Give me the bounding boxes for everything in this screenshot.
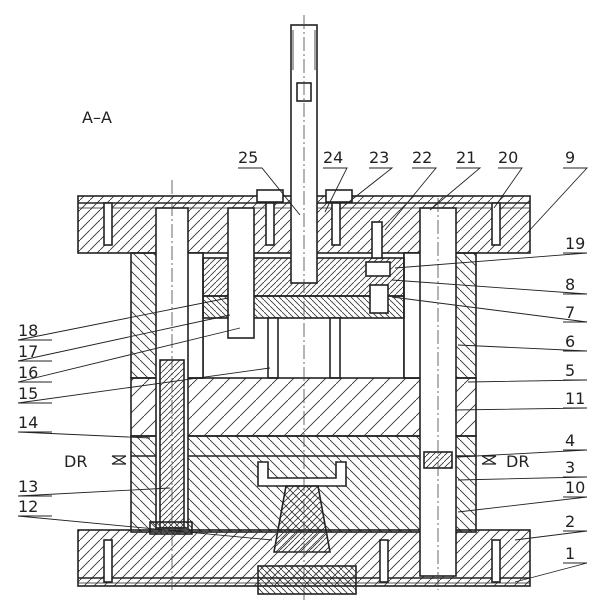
part-number-23: 23 — [369, 148, 389, 167]
screw-bottom-mid — [379, 539, 389, 583]
part-number-5: 5 — [565, 361, 575, 380]
screw-bottom-right — [491, 539, 501, 583]
return-pin — [227, 207, 255, 339]
part-number-2: 2 — [565, 512, 575, 531]
part-number-3: 3 — [565, 458, 575, 477]
part-number-15: 15 — [18, 384, 38, 403]
dr-label-left: DR — [64, 452, 87, 471]
parting-line-marker-right — [481, 455, 497, 465]
part-number-22: 22 — [412, 148, 432, 167]
spring-pin — [365, 261, 391, 277]
ejector-pin-left — [267, 317, 279, 379]
part-number-9: 9 — [565, 148, 575, 167]
screw-left — [103, 202, 113, 246]
part-number-13: 13 — [18, 477, 38, 496]
screw-bottom-left — [103, 539, 113, 583]
part-number-14: 14 — [18, 413, 38, 432]
parting-line-marker-left — [111, 455, 127, 465]
part-number-6: 6 — [565, 332, 575, 351]
part-number-16: 16 — [18, 363, 38, 382]
part-number-20: 20 — [498, 148, 518, 167]
ejector-pin-right — [329, 317, 341, 379]
part-number-12: 12 — [18, 497, 38, 516]
part-number-4: 4 — [565, 431, 575, 450]
part-number-19: 19 — [565, 234, 585, 253]
screw-mid — [265, 202, 275, 246]
part-number-18: 18 — [18, 321, 38, 340]
part-number-10: 10 — [565, 478, 585, 497]
part-number-7: 7 — [565, 303, 575, 322]
screw-23 — [331, 202, 341, 246]
part-number-25: 25 — [238, 148, 258, 167]
part-number-8: 8 — [565, 275, 575, 294]
screw-right — [491, 202, 501, 246]
part-number-17: 17 — [18, 342, 38, 361]
part-number-11: 11 — [565, 389, 585, 408]
section-label: A–A — [82, 108, 112, 127]
dr-label-right: DR — [506, 452, 529, 471]
part-number-24: 24 — [323, 148, 343, 167]
part-number-1: 1 — [565, 544, 575, 563]
part-number-21: 21 — [456, 148, 476, 167]
